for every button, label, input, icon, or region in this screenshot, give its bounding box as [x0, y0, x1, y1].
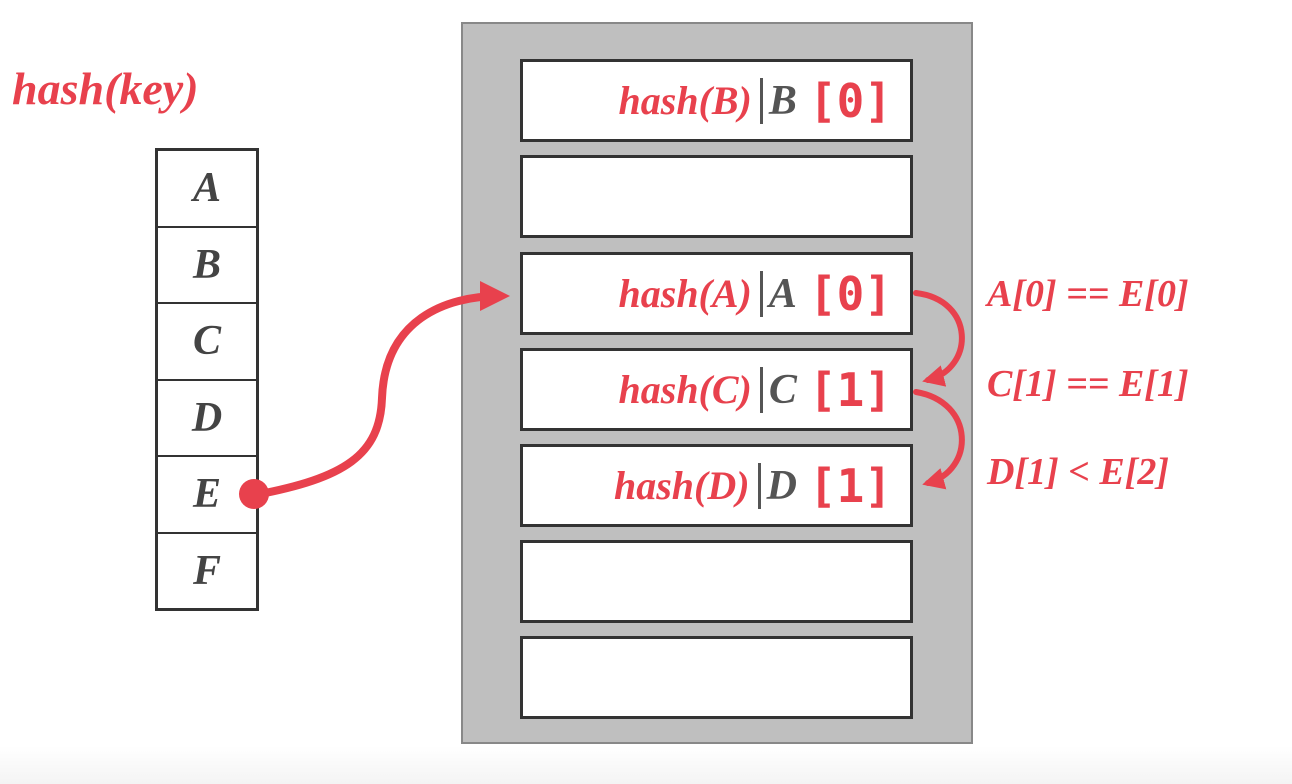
probe-arrow-2 [913, 389, 965, 490]
key-cell-c: C [158, 304, 256, 381]
key-cell-a: A [158, 151, 256, 228]
slot-index: [1] [808, 362, 892, 417]
slot-hash: hash(A) [618, 271, 752, 316]
slot-divider [757, 462, 761, 509]
key-cell-b: B [158, 228, 256, 304]
slot-divider [759, 77, 763, 124]
slot-key: A [768, 270, 797, 317]
slot-hash: hash(C) [618, 367, 752, 412]
comparison-3: D[1] < E[2] [987, 451, 1170, 493]
slot-3: hash(C) C [1] [520, 348, 913, 431]
slot-index: [0] [808, 266, 892, 321]
key-cell-e: E [158, 457, 256, 534]
comparison-1: A[0] == E[0] [987, 273, 1189, 315]
slot-hash: hash(B) [618, 78, 752, 123]
slot-5 [520, 540, 913, 623]
slot-6 [520, 636, 913, 719]
hash-table: hash(B) B [0] hash(A) A [0] hash(C) C [1… [461, 22, 973, 744]
slot-index: [1] [808, 458, 892, 513]
key-cell-f: F [192, 547, 221, 594]
probe-arrow-1 [913, 290, 965, 387]
slot-2: hash(A) A [0] [520, 252, 913, 335]
lookup-origin-dot [239, 479, 269, 509]
slot-divider [759, 270, 763, 317]
slot-index: [0] [808, 73, 892, 128]
lookup-arrow [251, 281, 510, 499]
slot-hash: hash(D) [613, 463, 750, 508]
key-list: A B C D E F [155, 148, 259, 611]
key-cell-d: D [158, 381, 256, 457]
slot-key: D [766, 462, 797, 509]
comparison-2: C[1] == E[1] [987, 363, 1189, 405]
slot-key: B [768, 77, 797, 124]
slot-key: C [768, 366, 797, 413]
slot-0: hash(B) B [0] [520, 59, 913, 142]
slot-divider [759, 366, 763, 413]
slot-1 [520, 155, 913, 238]
diagram-title: hash(key) [12, 63, 199, 114]
slot-4: hash(D) D [1] [520, 444, 913, 527]
background-fade [0, 746, 1292, 784]
